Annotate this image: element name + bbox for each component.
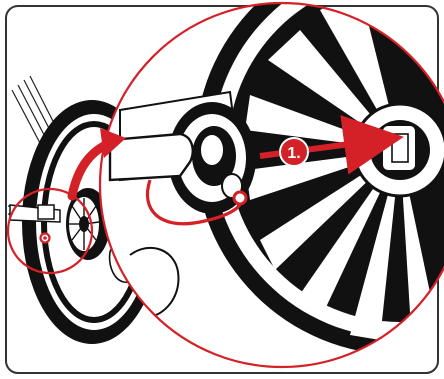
axle-nut: [38, 205, 54, 219]
step-label: 1.: [287, 145, 300, 162]
step-badge: 1.: [280, 138, 308, 166]
